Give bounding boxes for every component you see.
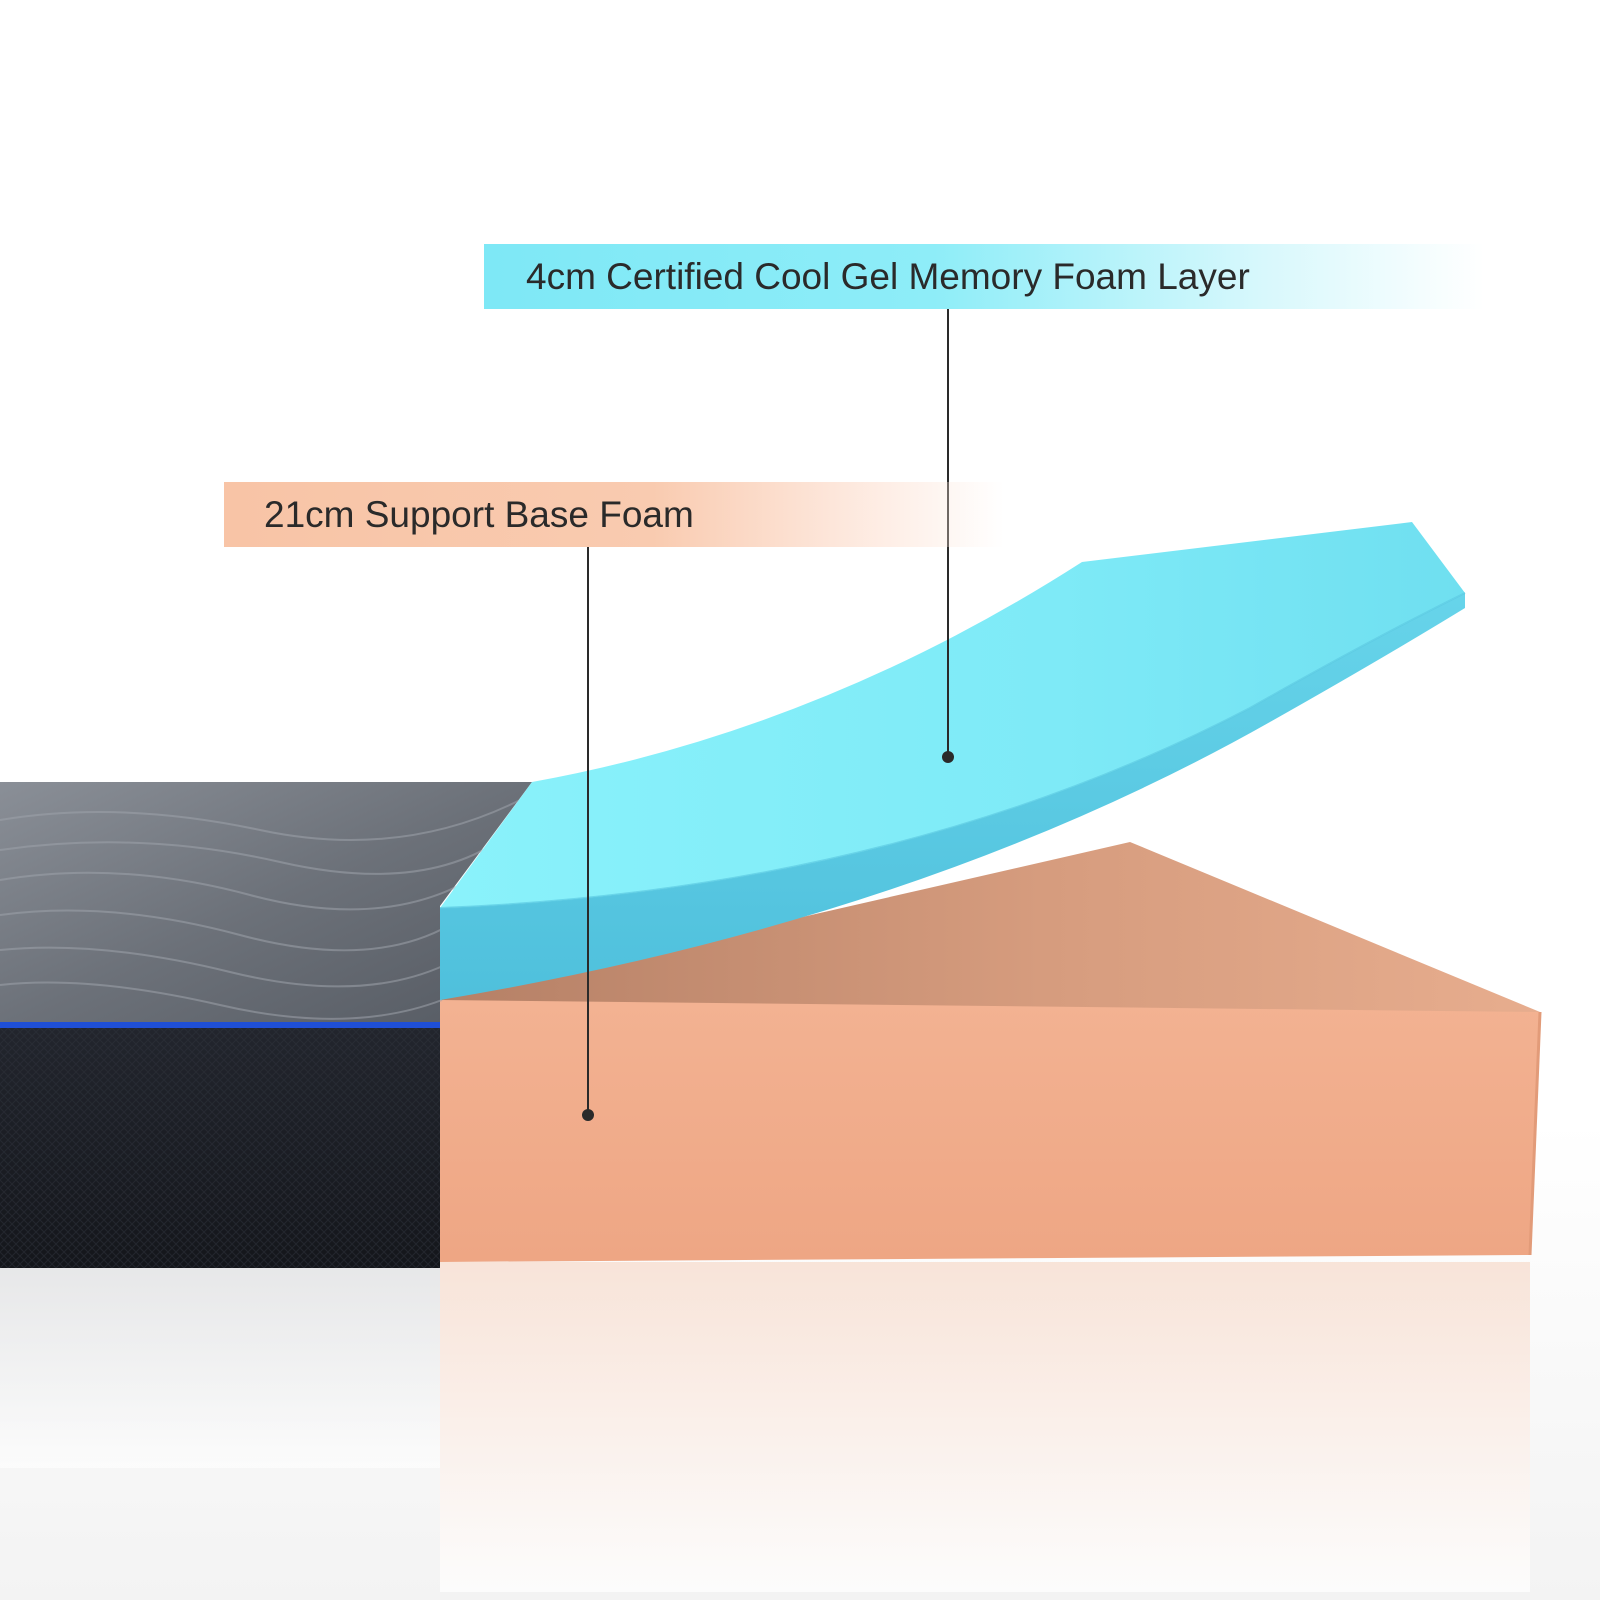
gel-foam-side	[440, 593, 1465, 1000]
cover-reflection	[0, 1268, 440, 1468]
gel-layer-callout: 4cm Certified Cool Gel Memory Foam Layer	[484, 244, 1484, 309]
base-leader-dot	[582, 1109, 594, 1121]
knit-wave-pattern	[0, 799, 521, 1020]
base-reflection	[440, 1262, 1530, 1592]
gel-leader-dot	[942, 751, 954, 763]
support-base-callout: 21cm Support Base Foam	[224, 482, 1004, 547]
cover-blue-trim	[0, 1022, 440, 1028]
base-foam-top	[440, 842, 1540, 1012]
gel-layer-callout-text: 4cm Certified Cool Gel Memory Foam Layer	[526, 255, 1250, 297]
support-base-callout-text: 21cm Support Base Foam	[264, 493, 694, 535]
base-foam-front	[440, 1000, 1540, 1262]
gel-foam-top	[440, 522, 1465, 908]
